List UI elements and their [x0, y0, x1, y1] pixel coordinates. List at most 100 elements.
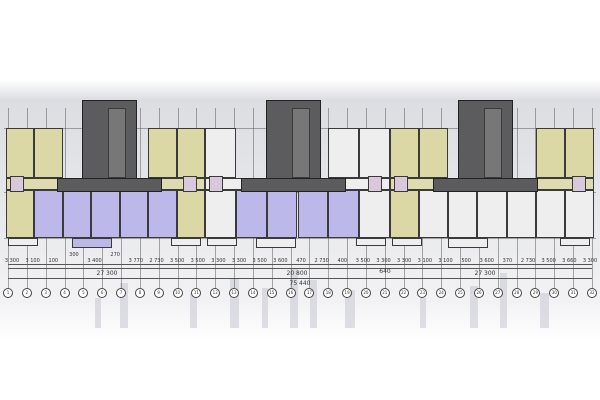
- bathroom: [10, 176, 24, 192]
- dimension-line-overall: [8, 278, 592, 279]
- axis-marker: 32: [587, 288, 597, 298]
- bathroom: [183, 176, 197, 192]
- skyline-building: [310, 280, 317, 328]
- segment-dimension: 270: [110, 252, 120, 258]
- segment-dimension: 3 100: [438, 258, 453, 264]
- axis-marker: 25: [455, 288, 466, 298]
- axis-marker: 3: [40, 288, 51, 298]
- balcony: [171, 238, 201, 246]
- lower-room: [235, 190, 267, 238]
- skyline-building: [470, 286, 478, 328]
- axis-marker: 15: [266, 288, 277, 298]
- segment-dimension: 3 300: [211, 258, 226, 264]
- lower-room: [119, 190, 149, 238]
- stairwell: [484, 108, 502, 178]
- segment-dimension: 2 730: [314, 258, 329, 264]
- axis-marker: 24: [436, 288, 447, 298]
- skyline-building: [420, 298, 426, 328]
- segment-dimension: 3 100: [417, 258, 433, 264]
- bathroom: [368, 176, 382, 192]
- grid-line: [4, 238, 596, 239]
- axis-marker: 23: [417, 288, 428, 298]
- axis-marker: 21: [379, 288, 390, 298]
- bathroom: [572, 176, 586, 192]
- upper-room: [148, 128, 177, 178]
- skyline-building: [230, 278, 239, 328]
- axis-marker: 5: [78, 288, 89, 298]
- axis-marker: 30: [549, 288, 560, 298]
- axis-marker: 28: [511, 288, 522, 298]
- axis-marker: 6: [97, 288, 108, 298]
- segment-dimension: 370: [502, 258, 513, 264]
- lower-room: [62, 190, 92, 238]
- skyline-building: [540, 293, 549, 328]
- segment-dimension: 3 100: [25, 258, 40, 264]
- upper-room: [328, 128, 360, 178]
- lower-room: [564, 190, 594, 238]
- lower-room: [359, 190, 390, 238]
- lower-room: [176, 190, 205, 238]
- axis-marker: 27: [492, 288, 503, 298]
- balcony: [560, 238, 590, 246]
- dimension-line-sections: [8, 268, 592, 269]
- skyline-building: [345, 290, 355, 328]
- segment-dimension: 3 770: [128, 258, 144, 264]
- axis-marker: 31: [568, 288, 579, 298]
- axis-marker: 12: [210, 288, 221, 298]
- upper-room: [176, 128, 205, 178]
- elevator-lobby: [241, 178, 346, 192]
- balcony: [356, 238, 386, 246]
- axis-marker: 10: [172, 288, 183, 298]
- segment-dimension: 3 400: [87, 258, 102, 264]
- loggia: [256, 238, 296, 248]
- axis-marker: 26: [473, 288, 484, 298]
- upper-room: [205, 128, 236, 178]
- segment-dimension: 100: [48, 258, 59, 264]
- lower-room: [91, 190, 120, 238]
- lower-room: [535, 190, 565, 238]
- segment-dimension: 3 500: [252, 258, 267, 264]
- axis-marker: 18: [323, 288, 334, 298]
- lower-room: [205, 190, 236, 238]
- axis-marker: 2: [21, 288, 32, 298]
- stairwell: [292, 108, 310, 178]
- section-total-2: 20 800: [286, 270, 308, 277]
- upper-room: [535, 128, 565, 178]
- segment-dimension: 3 300: [376, 258, 391, 264]
- bathroom: [209, 176, 223, 192]
- axis-marker: 19: [342, 288, 353, 298]
- lower-room: [34, 190, 63, 238]
- lower-room: [506, 190, 536, 238]
- segment-dimension: 300: [69, 252, 79, 258]
- bathroom: [394, 176, 408, 192]
- axis-marker: 1: [3, 288, 13, 298]
- lower-room: [448, 190, 478, 238]
- skyline-building: [190, 293, 197, 328]
- section-total-1: 27 300: [96, 270, 118, 277]
- segment-dimension: 3 300: [4, 258, 20, 264]
- dimension-line-segments: [8, 264, 592, 265]
- axis-marker: 7: [116, 288, 127, 298]
- lower-room: [6, 190, 35, 238]
- axis-marker: 9: [153, 288, 164, 298]
- skyline-building: [95, 298, 101, 328]
- segment-dimension: 3 660: [562, 258, 577, 264]
- axis-marker: 22: [398, 288, 409, 298]
- skyline-building: [262, 288, 268, 328]
- segment-dimension: 3 500: [190, 258, 205, 264]
- axis-marker: 13: [229, 288, 240, 298]
- segment-dimension: 3 600: [273, 258, 288, 264]
- lower-room: [419, 190, 449, 238]
- lower-room: [390, 190, 420, 238]
- upper-room: [359, 128, 390, 178]
- segment-dimension: 3 600: [479, 258, 494, 264]
- axis-marker: 29: [530, 288, 541, 298]
- skyline-building: [290, 268, 298, 328]
- upper-room: [34, 128, 63, 178]
- segment-dimension: 500: [461, 258, 471, 264]
- segment-dimension: 2 730: [149, 258, 164, 264]
- balcony: [207, 238, 237, 246]
- segment-dimension: 470: [296, 258, 306, 264]
- segment-dimension: 2 730: [520, 258, 536, 264]
